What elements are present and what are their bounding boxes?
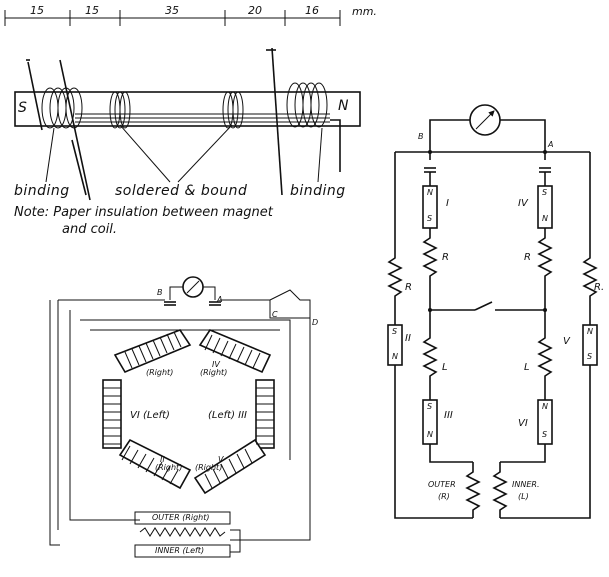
rc-mag-II-num: II [405, 333, 411, 344]
rc-inner-sub: (L) [518, 492, 529, 501]
hx-inner-label: INNER (Left) [155, 546, 205, 555]
dim-seg-4: 20 [248, 4, 262, 17]
rc-mag-IV-bottom: N [542, 214, 548, 223]
hx-coil-bot-right: (Right) [195, 463, 223, 472]
hx-coil-top-left: (Right) [146, 368, 174, 377]
magnet-end-s: S [18, 100, 28, 116]
rc-res-l2: L [524, 362, 530, 373]
rc-res-r4: R. [594, 282, 605, 293]
hx-coil-bot-left: (Right) [155, 463, 183, 472]
rc-mag-VI-top: N [542, 402, 548, 411]
rc-inner-label: INNER. [512, 480, 540, 489]
rc-mag-III-num: III [444, 410, 453, 421]
rc-res-r1: R [442, 252, 449, 263]
rc-mag-I-num: I [446, 198, 449, 209]
dim-seg-5: 16 [305, 4, 319, 17]
hx-node-c: C [272, 310, 278, 319]
rc-mag-IV-num: IV [518, 198, 528, 209]
rc-mag-V-top: N [587, 327, 593, 336]
hx-node-b: B [157, 288, 163, 297]
rc-mag-III-top: S [427, 402, 433, 411]
dim-seg-2: 15 [85, 4, 99, 17]
rc-mag-IV-top: S [542, 188, 548, 197]
hx-coil-bot-right-num: V [218, 455, 224, 464]
rc-res-l1: L [442, 362, 448, 373]
label-soldered: soldered & bound [115, 183, 248, 199]
dimension-line [4, 10, 341, 26]
hx-coil-bot-left-num: II [160, 455, 165, 464]
rc-mag-V-num: V [563, 336, 570, 347]
rc-mag-I-bottom: S [427, 214, 433, 223]
rc-mag-II-bottom: N [392, 352, 398, 361]
dim-unit: mm. [352, 5, 377, 18]
label-binding-left: binding [14, 183, 70, 199]
rc-outer-sub: (R) [438, 492, 450, 501]
rc-mag-VI-bottom: S [542, 430, 548, 439]
note-line-1: Note: Paper insulation between magnet [14, 205, 273, 220]
rc-mag-III-bottom: N [427, 430, 433, 439]
hx-coil-right: (Left) III [208, 410, 247, 421]
rc-outer-label: OUTER [428, 480, 456, 489]
hx-coil-left: VI (Left) [130, 410, 170, 421]
rc-node-b: B [418, 132, 424, 141]
label-binding-right: binding [290, 183, 346, 199]
hx-node-d: D [312, 318, 319, 327]
hx-node-a: A [217, 295, 223, 304]
hx-outer-label: OUTER (Right) [152, 513, 210, 522]
rc-mag-II-top: S [392, 327, 398, 336]
dim-seg-3: 35 [165, 4, 179, 17]
rc-node-a: A [548, 140, 554, 149]
magnet-drawing [14, 47, 361, 201]
right-circuit [387, 104, 598, 519]
hx-coil-top-right: (Right) [200, 368, 228, 377]
rc-res-r2: R [524, 252, 531, 263]
dim-seg-1: 15 [30, 4, 44, 17]
rc-mag-V-bottom: S [587, 352, 593, 361]
note-line-2: and coil. [62, 222, 118, 237]
rc-mag-I-top: N [427, 188, 433, 197]
hx-coil-top-right-num: IV [212, 360, 220, 369]
rc-res-r3: R [405, 282, 412, 293]
magnet-end-n: N [338, 98, 349, 114]
hexagon-diagram [49, 276, 311, 558]
rc-mag-VI-num: VI [518, 418, 528, 429]
